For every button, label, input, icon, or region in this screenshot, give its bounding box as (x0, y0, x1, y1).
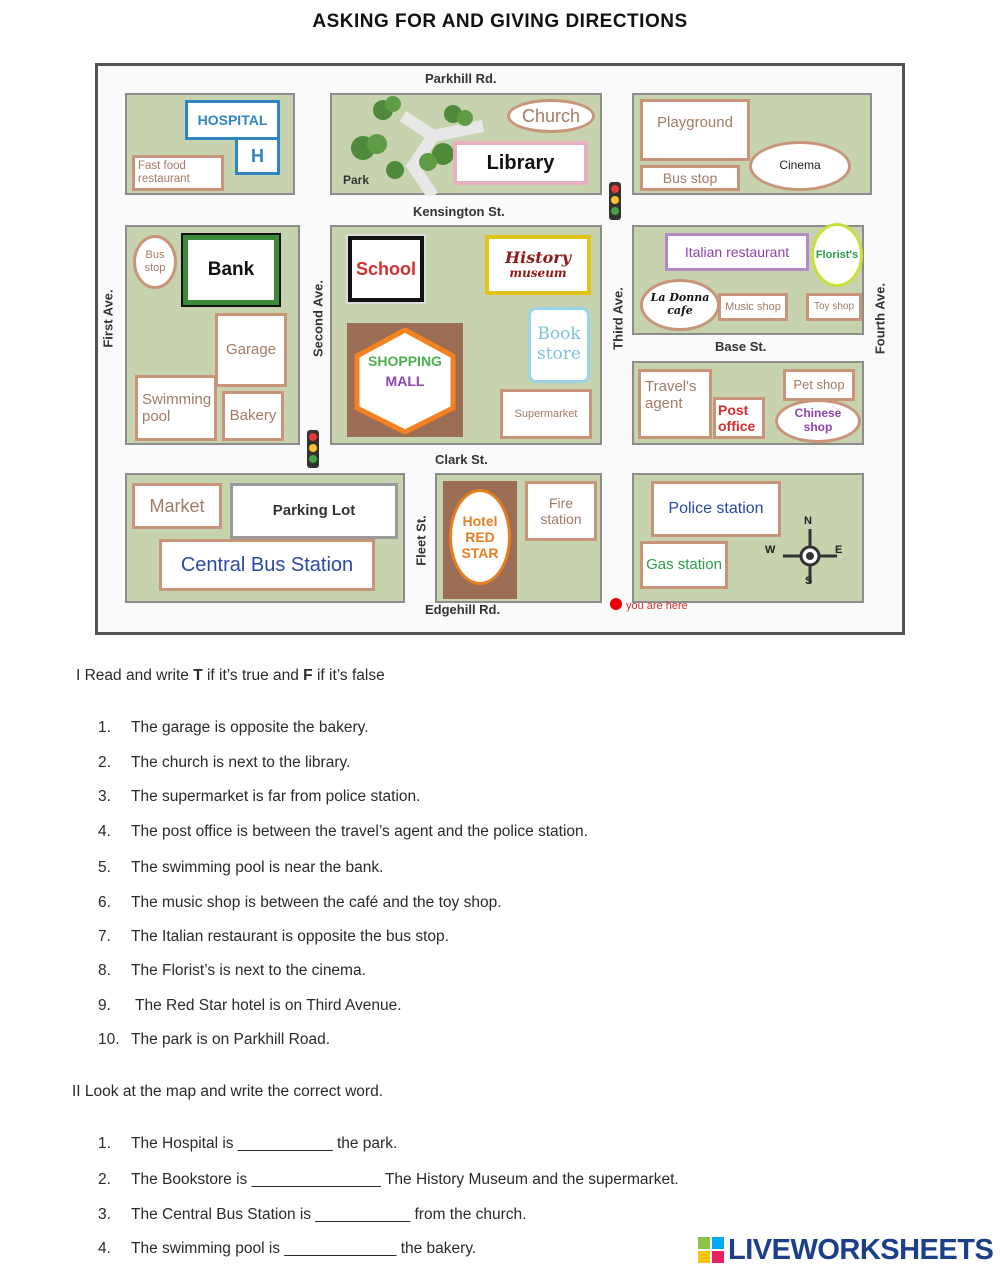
compass-w: W (765, 544, 776, 556)
section1-instruction: I Read and write T if it’s true and F if… (76, 667, 385, 684)
section1-item: 5.The swimming pool is near the bank. (98, 859, 384, 876)
supermarket: Supermarket (500, 389, 592, 439)
shopping-mall-label-1: SHOPPING (368, 353, 442, 369)
city-map: Parkhill Rd. Kensington St. Clark St. Ed… (95, 63, 905, 635)
section2-item: 4.The swimming pool is _____________ the… (98, 1240, 477, 1257)
liveworksheets-logo-icon (698, 1237, 724, 1263)
park-label: Park (343, 173, 370, 187)
section1-item: 6.The music shop is between the café and… (98, 894, 502, 911)
playground: Playground (640, 99, 750, 161)
street-parkhill: Parkhill Rd. (425, 71, 497, 86)
shopping-mall-label-2: MALL (385, 373, 425, 389)
park-trees (351, 96, 485, 196)
bakery: Bakery (222, 391, 284, 441)
pet-shop: Pet shop (783, 369, 855, 401)
compass-s: S (805, 575, 813, 587)
street-base: Base St. (715, 339, 767, 354)
liveworksheets-logo-text: LIVEWORKSHEETS (728, 1233, 994, 1266)
street-second: Second Ave. (310, 279, 326, 358)
hospital-h: H (235, 137, 280, 175)
street-kensington: Kensington St. (413, 204, 505, 219)
shopping-mall-hexagon (354, 327, 456, 435)
compass-e: E (835, 544, 843, 556)
section1-item: 7.The Italian restaurant is opposite the… (98, 928, 449, 945)
section2-item: 1.The Hospital is ___________ the park. (98, 1135, 398, 1152)
street-first: First Ave. (100, 289, 116, 348)
you-are-here-label: you are here (626, 600, 688, 612)
parking-lot: Parking Lot (230, 483, 398, 539)
street-clark: Clark St. (435, 452, 488, 467)
section1-item: 4.The post office is between the travel’… (98, 823, 588, 840)
bookstore: Book store (528, 307, 590, 383)
section1-item: 10.The park is on Parkhill Road. (98, 1031, 331, 1048)
you-are-here-marker-icon (610, 598, 622, 610)
section2-heading: II Look at the map and write the correct… (72, 1083, 384, 1100)
hospital-label: HOSPITAL (185, 100, 280, 140)
section2-item: 3.The Central Bus Station is ___________… (98, 1206, 527, 1223)
street-edgehill: Edgehill Rd. (425, 602, 501, 617)
bus-stop-top: Bus stop (640, 165, 740, 191)
market: Market (132, 483, 222, 529)
traffic-light-top (609, 182, 621, 220)
compass-icon (783, 529, 837, 583)
central-bus-station: Central Bus Station (159, 539, 375, 591)
music-shop: Music shop (718, 293, 788, 321)
church: Church (507, 99, 595, 133)
street-fourth: Fourth Ave. (872, 282, 888, 355)
street-third: Third Ave. (610, 287, 626, 350)
garage: Garage (215, 313, 287, 387)
post-office: Post office (713, 397, 765, 439)
chinese-shop: Chinese shop (775, 399, 861, 443)
school: School (346, 234, 426, 304)
la-donna-cafe: La Donna cafe (640, 279, 720, 331)
bus-stop-left: Bus stop (133, 235, 177, 289)
section1-item: 8.The Florist’s is next to the cinema. (98, 962, 366, 979)
worksheet-title: ASKING FOR AND GIVING DIRECTIONS (312, 11, 688, 32)
street-fleet: Fleet St. (413, 515, 429, 566)
cinema: Cinema (749, 141, 851, 191)
liveworksheets-logo[interactable]: LIVEWORKSHEETS (698, 1233, 994, 1267)
florists: Florist's (811, 223, 863, 287)
fire-station: Fire station (525, 481, 597, 541)
toy-shop: Toy shop (806, 293, 862, 321)
gas-station: Gas station (640, 541, 728, 589)
swimming-pool: Swimming pool (135, 375, 217, 441)
section1-item: 1.The garage is opposite the bakery. (98, 719, 369, 736)
section1-item: 3.The supermarket is far from police sta… (98, 788, 421, 805)
history-museum: History museum (485, 235, 591, 295)
section2-item: 2.The Bookstore is _______________ The H… (98, 1171, 679, 1188)
hotel-red-star: Hotel RED STAR (449, 489, 511, 585)
fast-food-restaurant: Fast food restaurant (132, 155, 224, 191)
library: Library (453, 141, 588, 185)
italian-restaurant: Italian restaurant (665, 233, 809, 271)
bank: Bank (181, 233, 281, 307)
section1-item: 2.The church is next to the library. (98, 754, 351, 771)
section1-item: 9. The Red Star hotel is on Third Avenue… (98, 997, 402, 1014)
compass-n: N (804, 515, 812, 527)
travel-agent: Travel's agent (638, 369, 712, 439)
traffic-light-bottom (307, 430, 319, 468)
police-station: Police station (651, 481, 781, 537)
